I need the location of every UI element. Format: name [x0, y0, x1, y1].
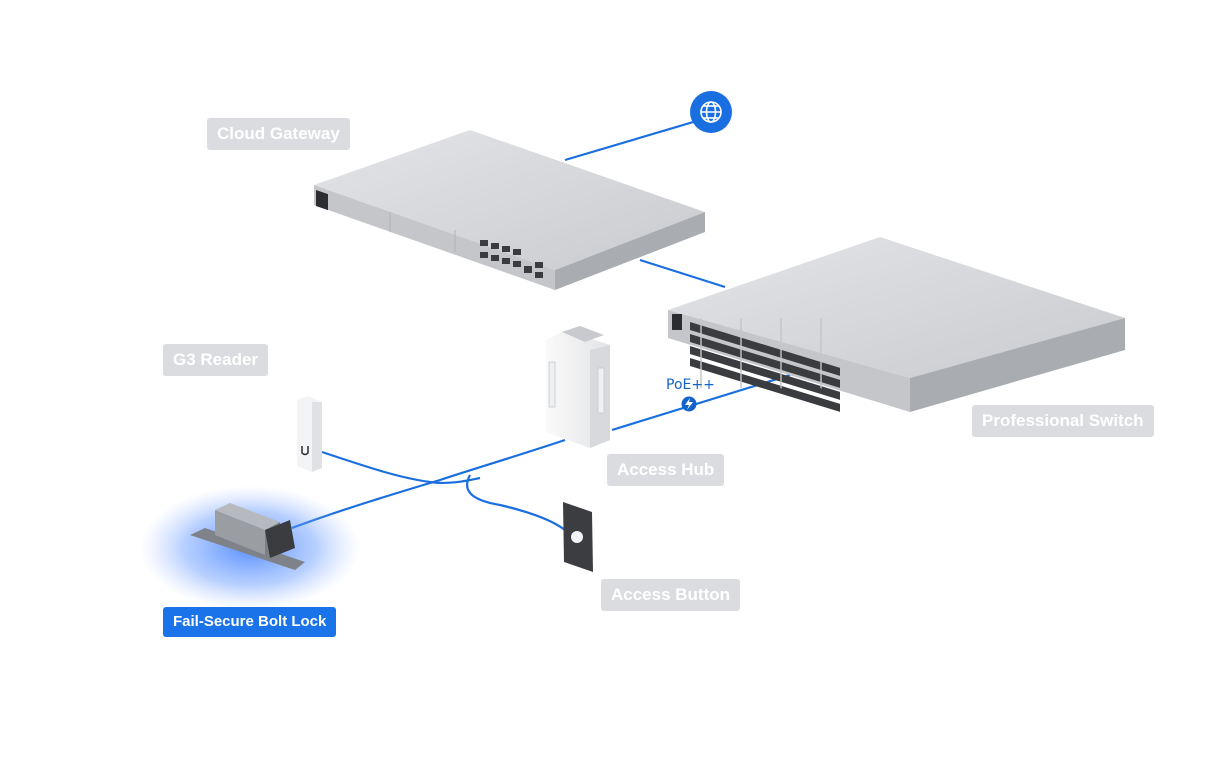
- label-access-button: Access Button: [601, 579, 741, 611]
- label-access-hub: Access Hub: [607, 454, 725, 486]
- cloud-gateway-device: [314, 130, 705, 290]
- link-reader-hub: [321, 450, 481, 485]
- bolt-lock-device: [140, 486, 360, 610]
- internet-node: [690, 91, 732, 133]
- link-gateway-internet: [564, 118, 701, 162]
- label-professional-switch: Professional Switch: [972, 405, 1154, 437]
- switch-ports: [690, 321, 840, 412]
- link-hub-button: [466, 474, 566, 531]
- access-button-device: [563, 502, 593, 572]
- label-cloud-gateway: Cloud Gateway: [207, 118, 350, 150]
- poe-badge: [681, 396, 697, 412]
- globe-icon: [700, 101, 722, 123]
- lightning-icon: [685, 398, 693, 410]
- access-hub-device: [546, 326, 610, 448]
- professional-switch-device: [668, 237, 1125, 412]
- label-g3-reader: G3 Reader: [163, 344, 269, 376]
- poe-label: PoE++: [666, 377, 715, 393]
- g3-reader-device: [297, 396, 322, 472]
- label-fail-secure-bolt-lock: Fail-Secure Bolt Lock: [163, 607, 337, 637]
- link-gateway-switch: [639, 258, 726, 289]
